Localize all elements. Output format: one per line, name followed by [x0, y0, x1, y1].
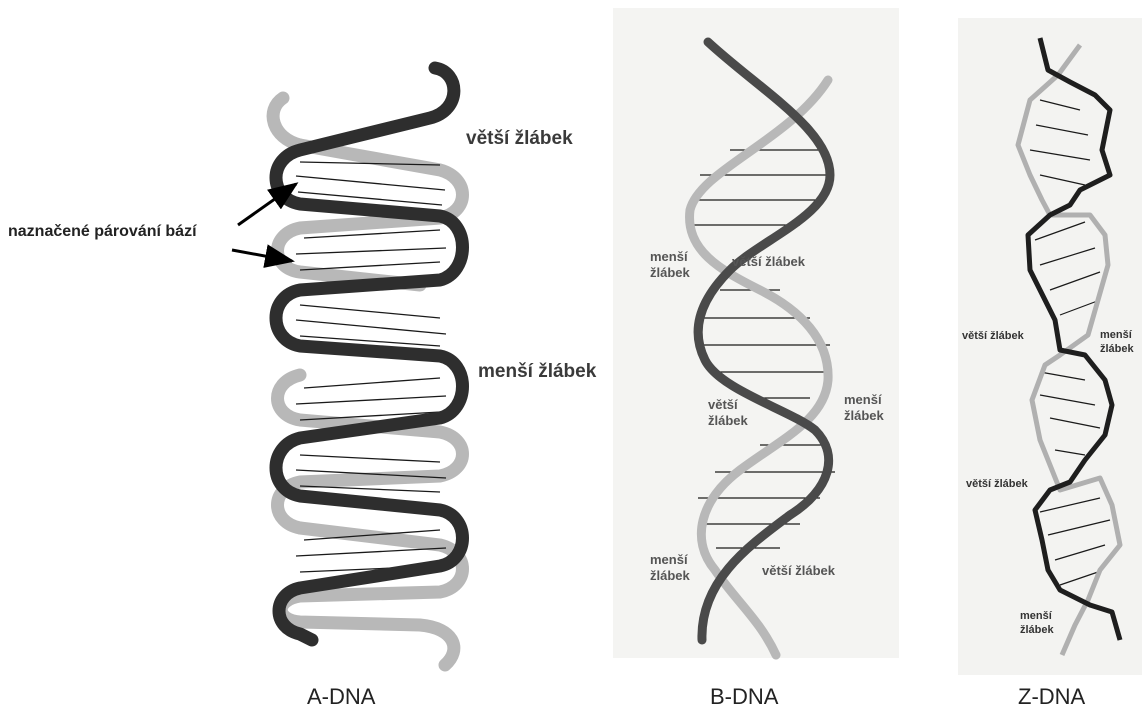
b-dna-major-groove-label-2: větší žlábek: [708, 397, 752, 430]
b-dna-minor-groove-label-2: menší žlábek: [844, 392, 890, 425]
a-dna-major-groove-label: větší žlábek: [466, 127, 573, 151]
b-dna-caption: B-DNA: [710, 684, 778, 710]
z-dna-base-pairs: [1030, 100, 1110, 585]
a-dna-base-pairing-label: naznačené párování bází: [8, 222, 197, 242]
z-dna-minor-groove-label-2: menší žlábek: [1020, 610, 1060, 638]
a-dna-minor-groove-label: menší žlábek: [478, 360, 596, 384]
b-dna-major-groove-label-1: větší žlábek: [732, 254, 805, 270]
a-dna-caption: A-DNA: [307, 684, 375, 710]
z-dna-major-groove-label-2: větší žlábek: [966, 478, 1028, 492]
b-dna-minor-groove-label-3: menší žlábek: [650, 552, 696, 585]
b-dna-major-groove-label-3: větší žlábek: [762, 563, 835, 579]
z-dna-caption: Z-DNA: [1018, 684, 1085, 710]
a-dna-helix: [273, 68, 462, 665]
b-dna-dark-strand: [698, 42, 830, 640]
z-dna-major-groove-label-1: větší žlábek: [962, 330, 1024, 344]
b-dna-minor-groove-label-1: menší žlábek: [650, 249, 700, 282]
z-dna-minor-groove-label-1: menší žlábek: [1100, 329, 1140, 357]
